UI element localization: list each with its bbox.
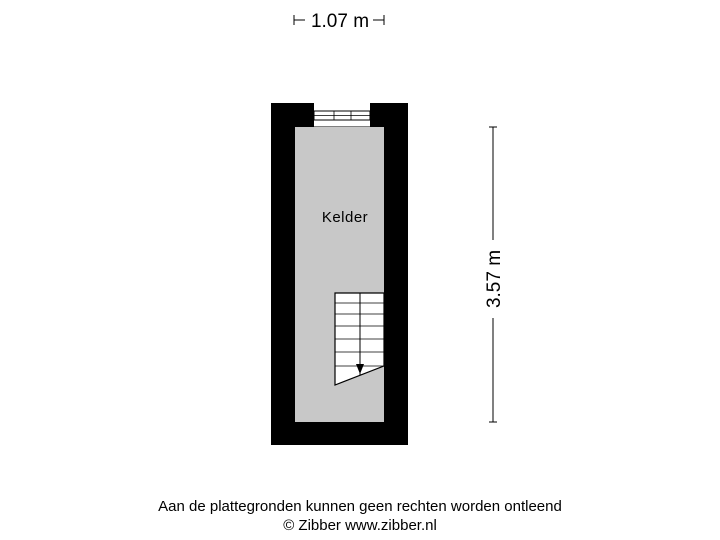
depth-dimension-label: 3.57 m	[484, 250, 505, 308]
window	[313, 103, 371, 128]
room-label: Kelder	[322, 209, 368, 226]
stair-direction-arrow-icon	[356, 364, 364, 374]
footer: Aan de plattegronden kunnen geen rechten…	[0, 497, 720, 535]
copyright-text: © Zibber www.zibber.nl	[283, 517, 437, 534]
depth-dimension: 3.57 m	[484, 126, 505, 423]
disclaimer-text: Aan de plattegronden kunnen geen rechten…	[158, 498, 562, 515]
width-dimension: 1.07 m	[293, 11, 385, 32]
width-dimension-label: 1.07 m	[311, 11, 369, 32]
staircase	[334, 292, 385, 386]
